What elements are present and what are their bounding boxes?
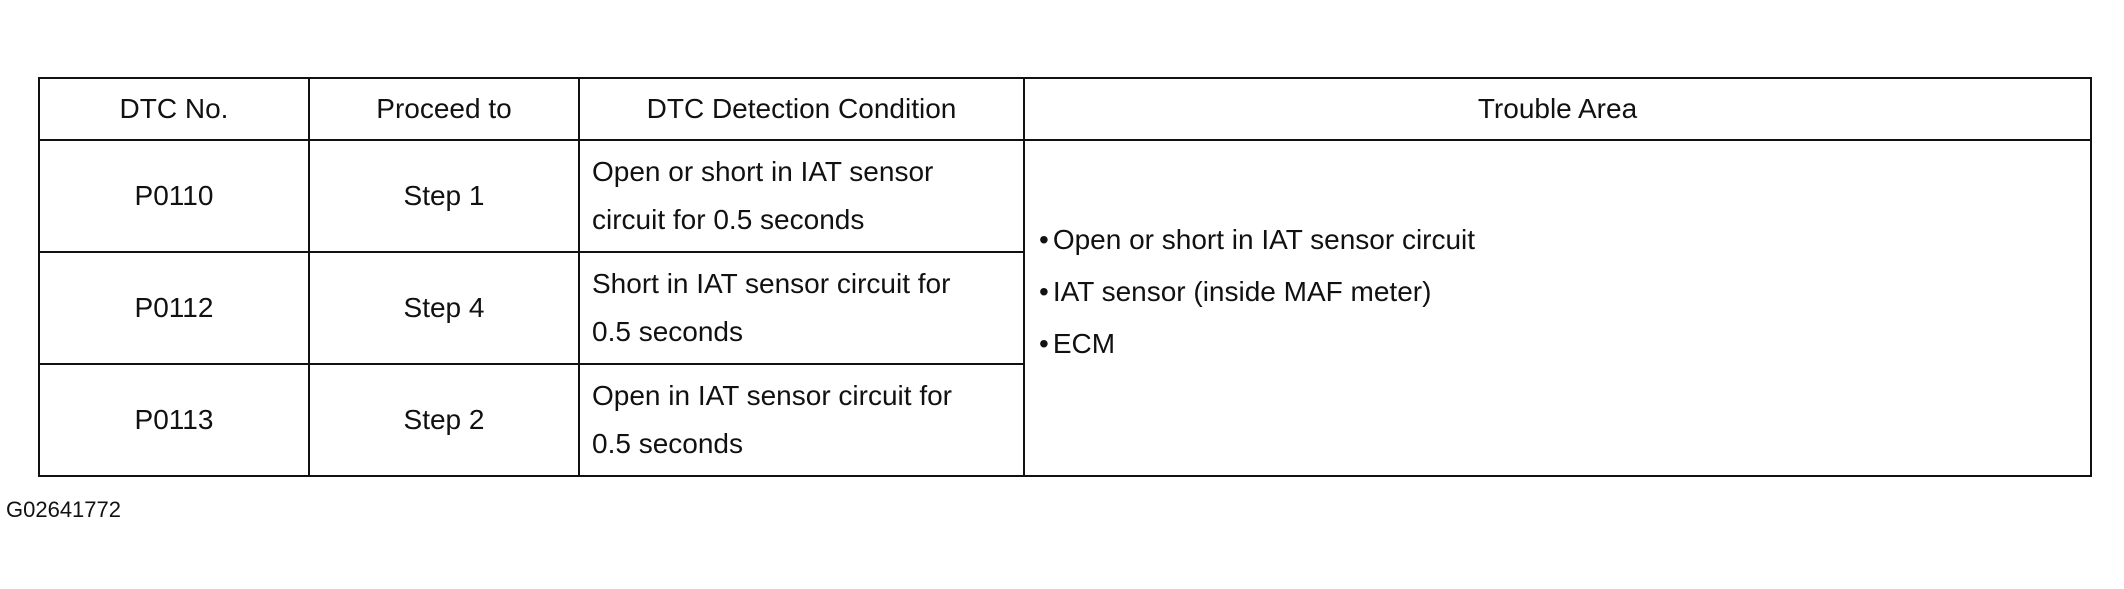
detection-condition: Open in IAT sensor circuit for 0.5 secon…: [578, 363, 1025, 477]
table-row: P0110 Step 1 Open or short in IAT sensor…: [38, 139, 2092, 477]
proceed-step: Step 1: [308, 139, 580, 253]
dtc-code: P0112: [38, 251, 310, 365]
condition-line: Short in IAT sensor circuit for: [592, 268, 951, 299]
dtc-code: P0113: [38, 363, 310, 477]
condition-line: Open or short in IAT sensor: [592, 156, 934, 187]
header-trouble-area: Trouble Area: [1023, 77, 2092, 141]
trouble-area-item: Open or short in IAT sensor circuit: [1039, 214, 2078, 266]
header-dtc-no: DTC No.: [38, 77, 310, 141]
table-row: P0112 Step 4 Short in IAT sensor circuit…: [38, 251, 2091, 365]
figure-id: G02641772: [6, 497, 121, 522]
header-detection-condition: DTC Detection Condition: [578, 77, 1025, 141]
table-row: P0113 Step 2 Open in IAT sensor circuit …: [38, 363, 2091, 477]
dtc-code: P0110: [38, 139, 310, 253]
detection-condition: Short in IAT sensor circuit for 0.5 seco…: [578, 251, 1025, 365]
condition-line: circuit for 0.5 seconds: [592, 204, 865, 235]
condition-line: 0.5 seconds: [592, 428, 743, 459]
dtc-table: DTC No. Proceed to DTC Detection Conditi…: [38, 77, 2092, 477]
proceed-step: Step 2: [308, 363, 580, 477]
trouble-area-cell: Open or short in IAT sensor circuit IAT …: [1023, 139, 2092, 477]
condition-line: Open in IAT sensor circuit for: [592, 380, 952, 411]
detection-condition: Open or short in IAT sensor circuit for …: [578, 139, 1025, 253]
trouble-area-list: Open or short in IAT sensor circuit IAT …: [1039, 214, 2078, 370]
condition-line: 0.5 seconds: [592, 316, 743, 347]
proceed-step: Step 4: [308, 251, 580, 365]
header-row: DTC No. Proceed to DTC Detection Conditi…: [38, 77, 2092, 141]
trouble-area-item: IAT sensor (inside MAF meter): [1039, 266, 2078, 318]
trouble-area-item: ECM: [1039, 318, 2078, 370]
header-proceed-to: Proceed to: [308, 77, 580, 141]
